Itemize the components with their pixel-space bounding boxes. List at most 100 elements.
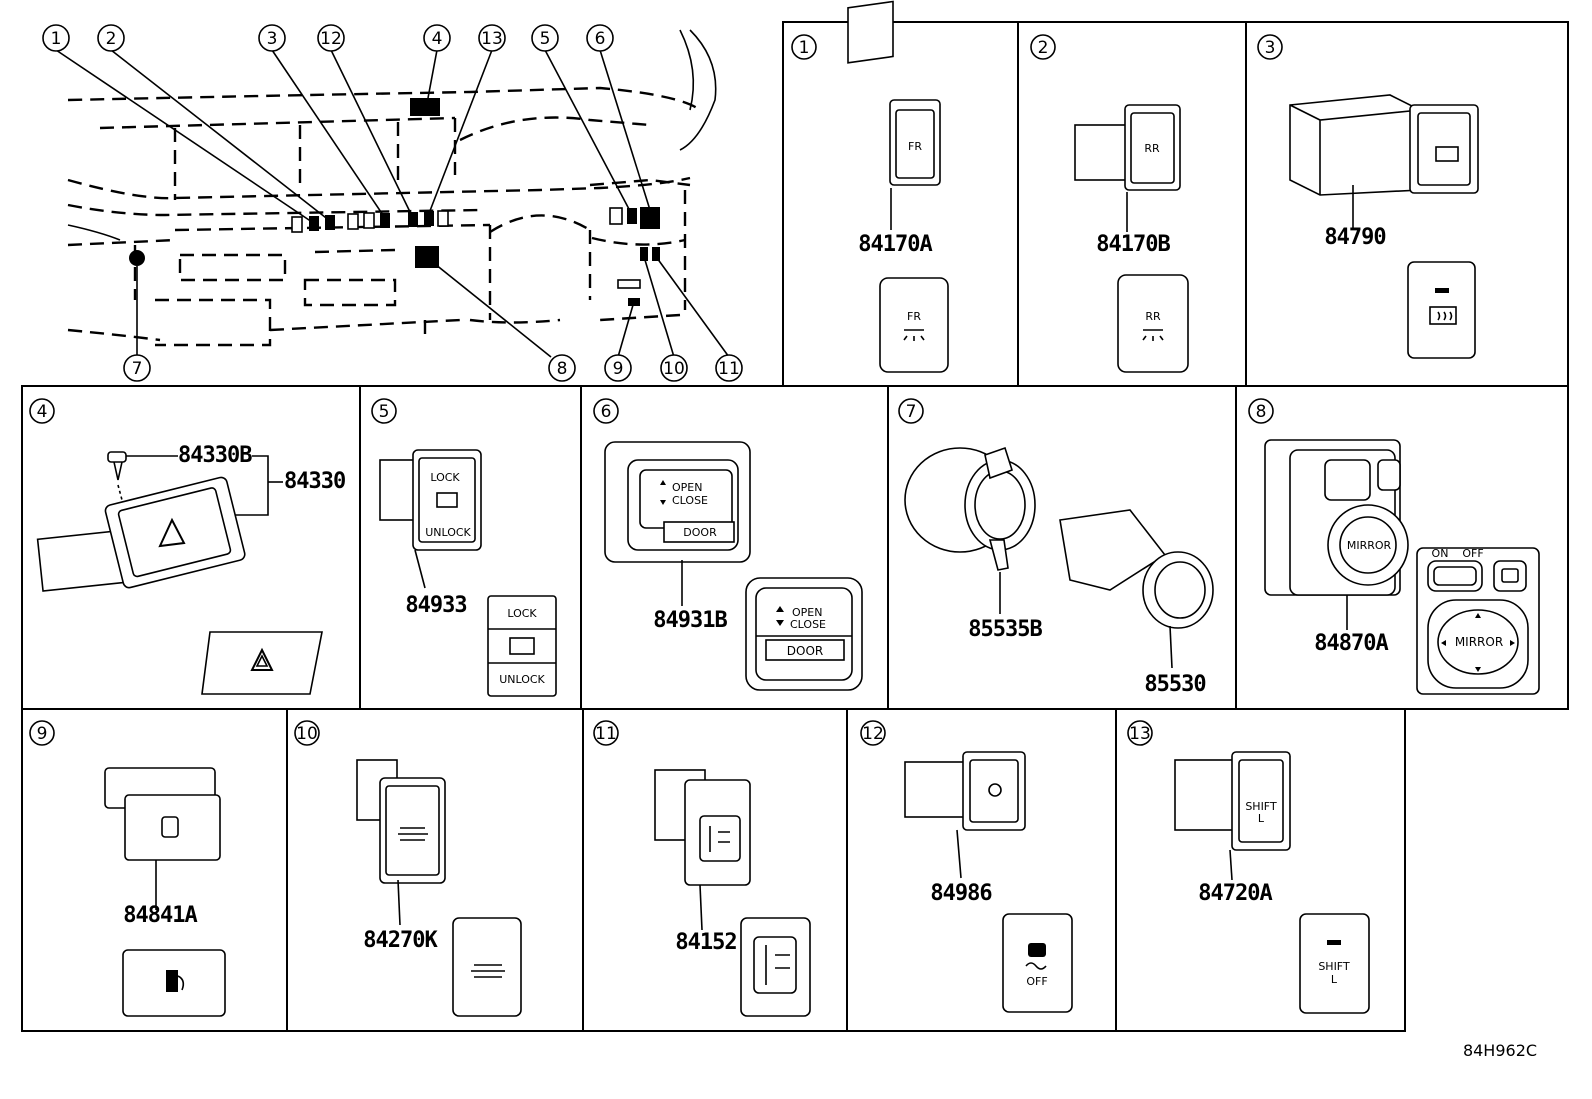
panel-3: 84790 bbox=[1289, 94, 1479, 359]
callout-1: 1 bbox=[42, 24, 70, 52]
callout-9: 9 bbox=[29, 720, 55, 746]
part-number: 84330 bbox=[284, 469, 345, 494]
hazard-icon bbox=[250, 647, 274, 671]
switch-shift-label: SHIFT bbox=[1245, 800, 1277, 813]
dashboard-overview bbox=[55, 29, 730, 358]
headlight-level-icon bbox=[709, 826, 730, 852]
callout-number: 4 bbox=[432, 29, 443, 49]
mirror-off-label: OFF bbox=[1462, 547, 1483, 560]
part-number: 84986 bbox=[930, 881, 992, 906]
switch-shift-label: SHIFT bbox=[1318, 960, 1350, 973]
panel-4: 84330B 84330 bbox=[36, 443, 346, 695]
panel-13: SHIFT L 84720A SHIFT L bbox=[1174, 751, 1370, 1014]
callout-4: 4 bbox=[29, 398, 55, 424]
part-face-label: FR bbox=[908, 140, 922, 153]
panel-8: MIRROR 84870A ON OFF MIRROR bbox=[1264, 439, 1540, 695]
traction-control-icon bbox=[988, 783, 1002, 797]
mirror-label: MIRROR bbox=[1347, 539, 1392, 552]
part-number: 84870A bbox=[1314, 631, 1388, 656]
switch-open-label: OPEN bbox=[672, 481, 702, 494]
door-lock-icon bbox=[436, 492, 458, 508]
panel-6: OPEN CLOSE DOOR 84931B OPEN CLOSE DOOR bbox=[604, 441, 863, 691]
switch-off-label: OFF bbox=[1026, 975, 1047, 988]
callout-6: 6 bbox=[593, 398, 619, 424]
switch-open-label: OPEN bbox=[792, 606, 822, 619]
callout-12: 12 bbox=[317, 24, 345, 52]
callout-number: 2 bbox=[106, 29, 117, 49]
part-number: 84152 bbox=[675, 930, 736, 955]
callout-number: 2 bbox=[1038, 38, 1049, 58]
rear-defrost-icon bbox=[1429, 306, 1457, 325]
callout-number: 11 bbox=[595, 724, 617, 744]
callout-11: 11 bbox=[593, 720, 619, 746]
panel-9: 84841A bbox=[104, 767, 226, 1017]
callout-number: 4 bbox=[37, 402, 48, 422]
switch-door-label: DOOR bbox=[683, 526, 717, 539]
callout-number: 6 bbox=[595, 29, 606, 49]
fog-light-icon bbox=[1142, 329, 1164, 341]
callout-13: 13 bbox=[478, 24, 506, 52]
switch-face-label: FR bbox=[907, 310, 921, 323]
callout-2: 2 bbox=[97, 24, 125, 52]
door-lock-icon bbox=[509, 637, 535, 655]
callout-number: 1 bbox=[51, 29, 62, 49]
air-recirculation-icon bbox=[471, 964, 505, 978]
reference-code: 84H962C bbox=[1463, 1041, 1537, 1060]
air-recirculation-icon bbox=[398, 827, 428, 841]
fuel-door-icon bbox=[161, 816, 179, 838]
part-number: 85530 bbox=[1144, 672, 1205, 697]
callout-number: 13 bbox=[481, 29, 503, 49]
switch-bottom-label: UNLOCK bbox=[425, 526, 471, 539]
mirror-label: MIRROR bbox=[1455, 635, 1503, 649]
panel-2: RR 84170B RR bbox=[1074, 104, 1189, 373]
panel-10: 84270K bbox=[356, 759, 522, 1017]
switch-close-label: CLOSE bbox=[672, 494, 708, 507]
callout-number: 12 bbox=[862, 724, 884, 744]
panel-1: FR 84170A FR bbox=[847, 0, 949, 373]
callout-7: 7 bbox=[898, 398, 924, 424]
part-number: 84841A bbox=[123, 903, 197, 928]
callout-8: 8 bbox=[548, 354, 576, 382]
callout-number: 3 bbox=[267, 29, 278, 49]
callout-5: 5 bbox=[371, 398, 397, 424]
callout-1: 1 bbox=[791, 34, 817, 60]
callout-number: 7 bbox=[906, 402, 917, 422]
callout-6: 6 bbox=[586, 24, 614, 52]
callout-number: 13 bbox=[1129, 724, 1151, 744]
callout-number: 6 bbox=[601, 402, 612, 422]
hazard-icon bbox=[158, 517, 186, 548]
callout-number: 8 bbox=[557, 359, 568, 379]
mirror-on-label: ON bbox=[1432, 547, 1449, 560]
callout-3: 3 bbox=[1257, 34, 1283, 60]
callout-number: 10 bbox=[296, 724, 318, 744]
part-number: 84170A bbox=[858, 232, 932, 257]
callout-10: 10 bbox=[294, 720, 320, 746]
callout-8: 8 bbox=[1248, 398, 1274, 424]
switch-l-label: L bbox=[1258, 812, 1265, 825]
callout-10: 10 bbox=[660, 354, 688, 382]
traction-control-icon bbox=[1028, 943, 1046, 957]
switch-face-label: RR bbox=[1145, 310, 1161, 323]
callout-2: 2 bbox=[1030, 34, 1056, 60]
callout-number: 10 bbox=[663, 359, 685, 379]
callout-number: 8 bbox=[1256, 402, 1267, 422]
switch-close-label: CLOSE bbox=[790, 618, 826, 631]
part-number: 84931B bbox=[653, 608, 727, 633]
callout-number: 3 bbox=[1265, 38, 1276, 58]
callout-number: 5 bbox=[540, 29, 551, 49]
callout-5: 5 bbox=[531, 24, 559, 52]
part-number-sub: 84330B bbox=[178, 443, 252, 468]
panel-7: 85535B 85530 bbox=[904, 446, 1214, 697]
callout-number: 9 bbox=[37, 724, 48, 744]
fuel-door-icon bbox=[166, 970, 178, 992]
part-number: 84790 bbox=[1324, 225, 1385, 250]
switch-bottom-label: UNLOCK bbox=[499, 673, 545, 686]
indicator-icon bbox=[1435, 288, 1449, 293]
mirror-fold-icon bbox=[1501, 568, 1519, 583]
switch-top-label: LOCK bbox=[507, 607, 537, 620]
switch-l-label: L bbox=[1331, 973, 1338, 986]
callout-9: 9 bbox=[604, 354, 632, 382]
headlight-level-icon bbox=[765, 945, 790, 985]
